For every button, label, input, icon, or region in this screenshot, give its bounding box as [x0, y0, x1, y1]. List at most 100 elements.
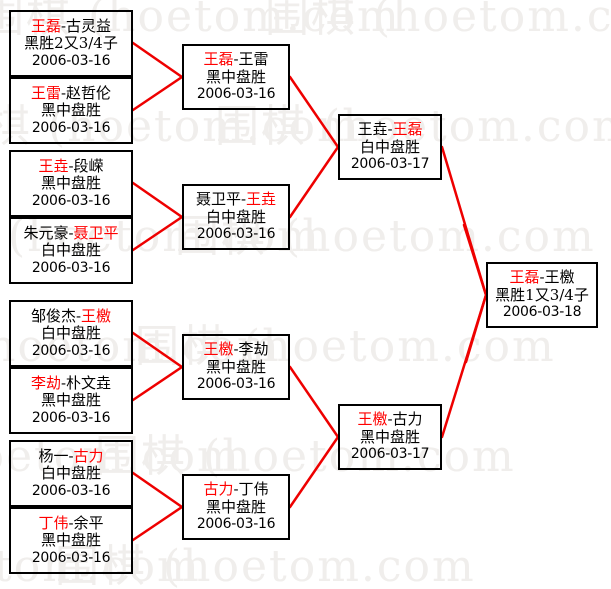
player-name-right: 聂卫平: [73, 223, 119, 242]
match-box: 杨一-古力 白中盘胜 2006-03-16: [9, 440, 133, 507]
connector-r1m2: [131, 75, 184, 112]
match-box: 王雷-赵哲伦 黑中盘胜 2006-03-16: [9, 77, 133, 144]
match-result: 白中盘胜: [359, 137, 420, 156]
player-name-right: 王檄: [81, 306, 112, 325]
match-date: 2006-03-16: [31, 192, 111, 209]
match-result: 白中盘胜: [40, 464, 101, 483]
match-box: 王磊-王檄 黑胜1又3/4子 2006-03-18: [486, 262, 598, 328]
connector-r2m3: [288, 365, 340, 439]
match-date: 2006-03-16: [31, 119, 111, 136]
watermark-text: 围棋 (hoetom.com: [265, 0, 611, 42]
connector-r2m4: [288, 435, 340, 509]
player-name-left: 王垚: [38, 156, 69, 175]
player-separator: -: [233, 50, 239, 69]
match-date: 2006-03-16: [31, 549, 111, 566]
connector-r1m4: [131, 215, 184, 252]
match-players: 王雷-赵哲伦: [30, 83, 111, 103]
connector-final-tail-lower: [464, 293, 488, 364]
player-name-left: 聂卫平: [195, 190, 241, 209]
player-name-left: 朱元豪: [23, 223, 69, 242]
player-separator: -: [387, 410, 393, 429]
match-players: 李劫-朴文垚: [30, 373, 111, 393]
connector-r1m8: [131, 505, 184, 542]
player-separator: -: [387, 120, 393, 139]
player-separator: -: [60, 83, 67, 102]
match-box: 王檄-李劫 黑中盘胜 2006-03-16: [182, 334, 290, 400]
match-box: 李劫-朴文垚 黑中盘胜 2006-03-16: [9, 367, 133, 434]
player-name-right: 丁伟: [238, 480, 269, 499]
match-players: 聂卫平-王垚: [195, 190, 277, 209]
match-result: 黑胜2又3/4子: [24, 34, 118, 53]
match-result: 白中盘胜: [40, 324, 101, 343]
player-name-right: 段嵘: [73, 156, 104, 175]
match-box: 王垚-王磊 白中盘胜 2006-03-17: [338, 114, 442, 180]
player-name-right: 王垚: [246, 190, 277, 209]
match-players: 杨一-古力: [38, 446, 103, 466]
connector-r1m1: [131, 41, 184, 79]
match-players: 王垚-王磊: [357, 120, 422, 139]
player-name-left: 李劫: [30, 373, 61, 392]
connector-r1m3: [131, 181, 184, 219]
match-date: 2006-03-16: [31, 342, 111, 359]
connector-r1m6: [131, 365, 184, 402]
watermark-text: 围棋 (hoetom.com: [95, 431, 516, 482]
connector-r2m1: [288, 75, 340, 149]
player-separator: -: [75, 306, 82, 325]
match-players: 古力-丁伟: [203, 480, 269, 499]
player-name-left: 王垚: [357, 120, 388, 139]
player-name-right: 王雷: [238, 50, 269, 69]
match-result: 黑中盘胜: [40, 174, 101, 193]
match-result: 黑中盘胜: [40, 101, 101, 120]
player-separator: -: [539, 268, 545, 287]
match-box: 王檄-古力 黑中盘胜 2006-03-17: [338, 404, 442, 470]
player-separator: -: [60, 373, 67, 392]
player-separator: -: [68, 223, 74, 242]
match-result: 黑中盘胜: [40, 531, 101, 550]
connector-r1m5: [131, 331, 184, 369]
player-separator: -: [233, 340, 239, 359]
match-date: 2006-03-17: [350, 156, 430, 173]
match-date: 2006-03-16: [196, 376, 276, 393]
match-players: 邹俊杰-王檄: [30, 306, 112, 326]
connector-r2m2: [288, 145, 340, 219]
match-result: 黑胜1又3/4子: [495, 285, 589, 304]
match-result: 白中盘胜: [205, 207, 266, 226]
match-date: 2006-03-16: [31, 409, 111, 426]
match-result: 黑中盘胜: [205, 357, 266, 376]
match-date: 2006-03-16: [196, 86, 276, 103]
match-box: 邹俊杰-王檄 白中盘胜 2006-03-16: [9, 300, 133, 367]
match-box: 聂卫平-王垚 白中盘胜 2006-03-16: [182, 184, 290, 250]
match-players: 王磊-古灵益: [30, 16, 111, 36]
player-name-left: 丁伟: [38, 513, 69, 532]
match-players: 王檄-古力: [357, 410, 423, 429]
match-result: 黑中盘胜: [359, 427, 420, 446]
connector-final-tail-upper: [462, 223, 488, 297]
player-name-left: 邹俊杰: [30, 306, 76, 325]
player-name-left: 王雷: [30, 83, 61, 102]
match-result: 黑中盘胜: [205, 497, 266, 516]
match-players: 丁伟-余平: [38, 513, 104, 533]
match-box: 王磊-古灵益 黑胜2又3/4子 2006-03-16: [9, 10, 133, 77]
player-name-left: 古力: [203, 480, 234, 499]
match-box: 王磊-王雷 黑中盘胜 2006-03-16: [182, 44, 290, 110]
match-box: 古力-丁伟 黑中盘胜 2006-03-16: [182, 474, 290, 540]
player-name-right: 余平: [73, 513, 104, 532]
player-name-right: 李劫: [238, 340, 269, 359]
match-date: 2006-03-16: [196, 516, 276, 533]
match-players: 王磊-王雷: [203, 50, 269, 69]
player-separator: -: [233, 480, 239, 499]
match-date: 2006-03-16: [31, 482, 111, 499]
match-box: 朱元豪-聂卫平 白中盘胜 2006-03-16: [9, 217, 133, 284]
player-name-right: 王檄: [544, 268, 575, 287]
player-separator: -: [60, 16, 67, 35]
player-separator: -: [68, 446, 74, 465]
match-result: 黑中盘胜: [40, 391, 101, 410]
player-name-left: 王檄: [357, 410, 388, 429]
connector-r3m1: [440, 145, 488, 297]
player-name-right: 古力: [392, 410, 423, 429]
player-name-left: 王磊: [30, 16, 61, 35]
match-players: 王檄-李劫: [203, 340, 269, 359]
match-date: 2006-03-18: [502, 304, 582, 321]
player-name-left: 王磊: [203, 50, 234, 69]
